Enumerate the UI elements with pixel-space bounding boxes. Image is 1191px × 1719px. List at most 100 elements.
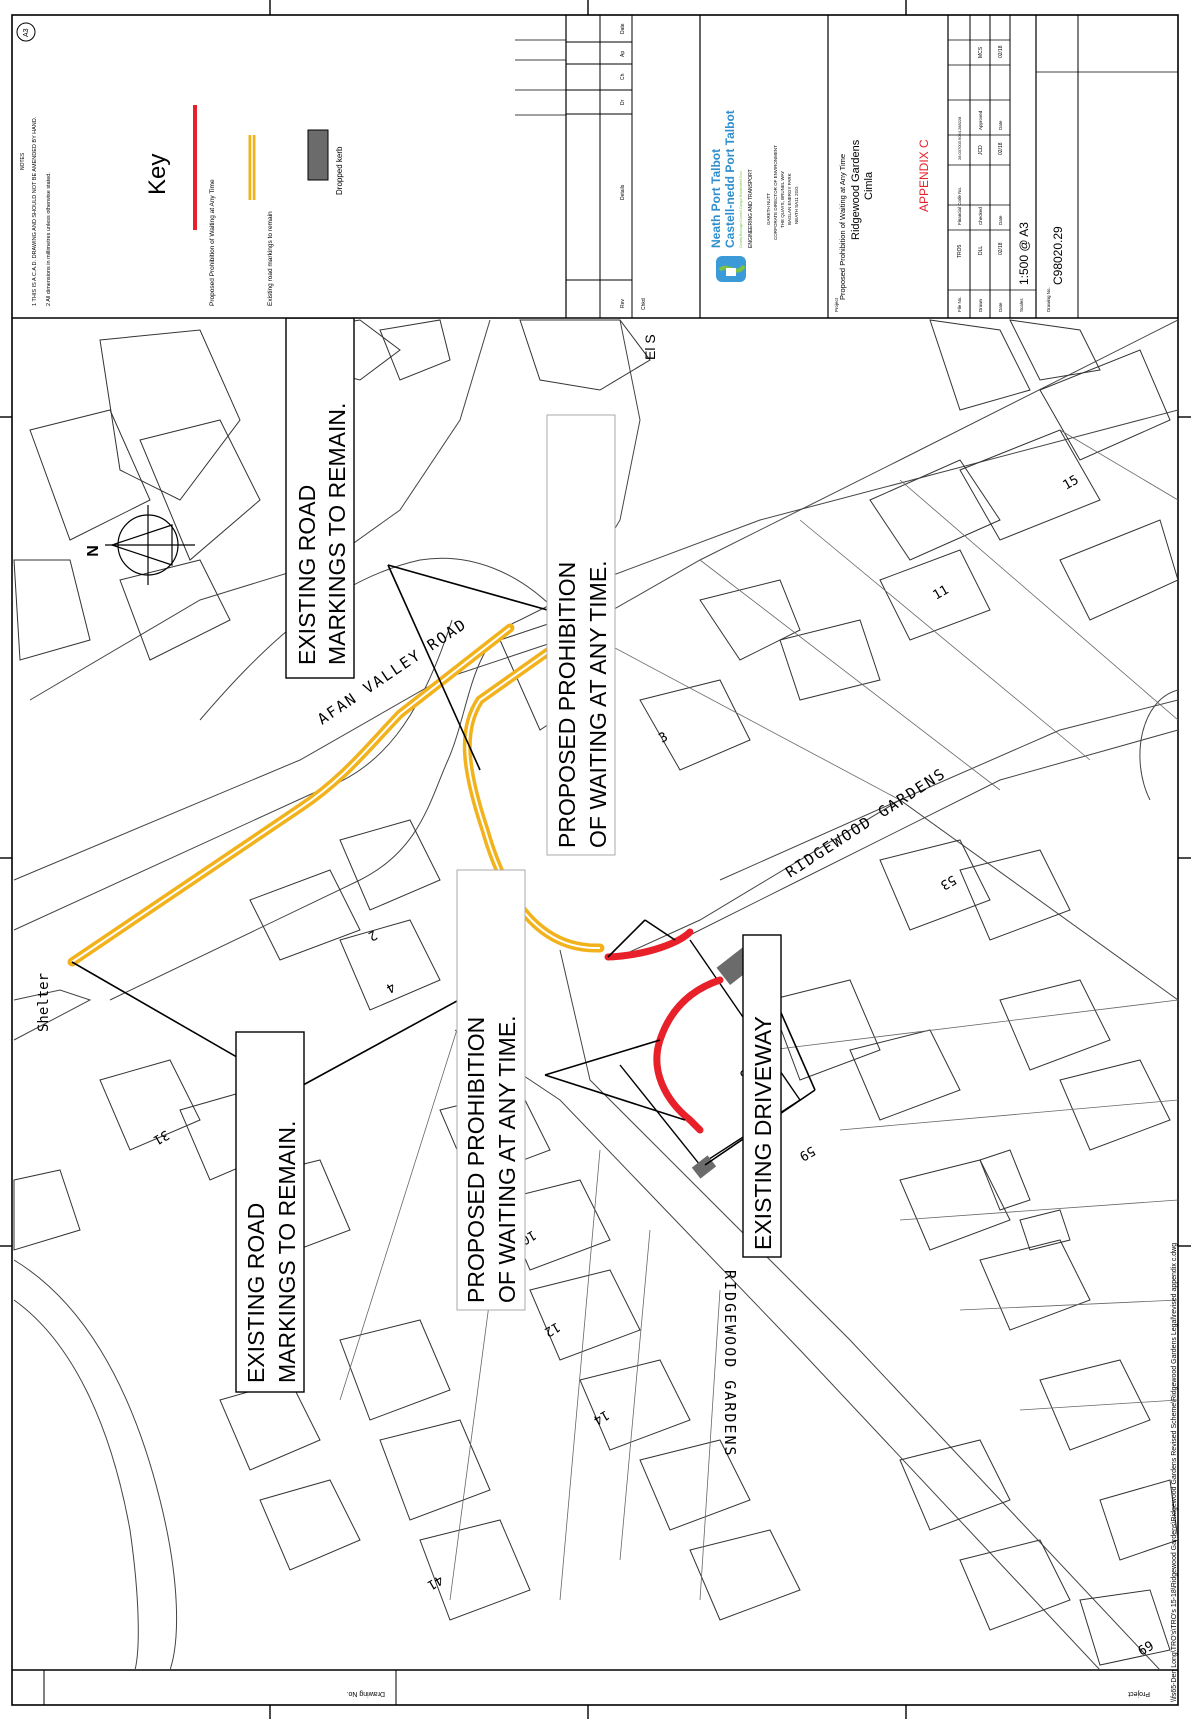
callout-existing-top-line-1: EXISTING ROAD	[294, 485, 320, 665]
project-name: Ridgewood Gardens	[850, 139, 862, 240]
key-item-existing: Existing road markings to remain	[248, 135, 274, 306]
file-path: \\fs65-Den Long\TRO's\TRO's 15-18\Ridgew…	[1171, 1243, 1178, 1702]
house-number: 59	[796, 1143, 817, 1164]
revision-header: Dr	[620, 99, 626, 105]
svg-text:A3: A3	[23, 28, 30, 37]
info-label-approved: Approved	[978, 110, 983, 130]
road-edge-left-curve-inner	[13, 1299, 139, 1670]
sheet-size-badge: A3	[16, 22, 36, 42]
department: ENGINEERING AND TRANSPORT	[748, 169, 754, 248]
key-item-dropped-kerb-label: Dropped kerb	[335, 146, 344, 195]
road-edge-ridgewood-sw-b	[559, 949, 1161, 1670]
info-label-date: Date	[998, 215, 1003, 225]
org-subline: County Borough Council Cyngor Bwrdeistre…	[739, 171, 743, 248]
revision-table: Rev Details Dr Ch Ap Date Chkd	[515, 15, 647, 318]
date-value: 02/18	[998, 242, 1004, 255]
info-label-date: Date	[998, 120, 1003, 130]
info-label-drawn: Drawn	[978, 298, 983, 312]
info-label-date: Date	[998, 302, 1003, 312]
note-1: 1 THIS IS A C.A.D. DRAWING AND SHOULD NO…	[32, 116, 38, 306]
council-logo	[716, 256, 746, 282]
key-item-proposed-label: Proposed Prohibition of Waiting at Any T…	[209, 179, 216, 306]
callout-existing-top-line-2: MARKINGS TO REMAIN.	[324, 403, 350, 665]
north-arrow-label: N	[85, 545, 102, 557]
shelter-label: Shelter	[36, 973, 52, 1032]
house-number: 41	[424, 1572, 445, 1593]
house-number: 15	[1061, 473, 1082, 494]
existing-marking-afan-curve-centre	[466, 621, 601, 950]
project-place: Cimla	[863, 171, 875, 200]
map-area: N AFAN VALLEY ROAD RIDGEWOOD GARDENS RID…	[13, 318, 1178, 1670]
org-name-en: Neath Port Talbot	[709, 149, 723, 248]
drawing-no: C98020.29	[1051, 226, 1065, 285]
info-label-financial: Financial Code No.	[957, 187, 962, 225]
address-line-3: NEATH SA11 2GG	[794, 186, 799, 224]
note-2: 2 All dimensions in millimetres unless o…	[46, 172, 52, 306]
info-label-file: File No.	[957, 296, 962, 312]
house-number: 11	[931, 583, 952, 604]
project-label: Project	[834, 297, 839, 312]
road-edge-ridgewood-north	[611, 699, 1178, 961]
date-value: 02/18	[998, 142, 1004, 155]
callout-proposed-right-line-1: PROPOSED PROHIBITION	[554, 562, 580, 848]
file-no: TRO5	[957, 244, 963, 258]
director-role: CORPORATE DIRECTOR OF ENVIRONMENT	[773, 145, 778, 240]
road-edge-shelter-lane	[13, 989, 92, 1041]
callout-proposed-left: PROPOSED PROHIBITION OF WAITING AT ANY T…	[456, 869, 526, 1311]
proposed-marking-north	[604, 928, 694, 961]
callout-driveway-text: EXISTING DRIVEWAY	[750, 1016, 776, 1250]
property-boundaries	[339, 429, 1178, 1601]
appendix-label: APPENDIX C	[917, 139, 931, 212]
outer-frame	[11, 14, 1179, 1706]
date-value: 02/18	[998, 45, 1004, 58]
project-line: Proposed Prohibition of Waiting at Any T…	[838, 154, 847, 300]
existing-marking-left-outer-centre	[71, 627, 511, 963]
notes-heading: NOTES	[20, 152, 26, 170]
key-item-existing-label: Existing road markings to remain	[267, 211, 274, 306]
key-item-dropped-kerb: Dropped kerb	[307, 129, 344, 195]
callout-proposed-right: PROPOSED PROHIBITION OF WAITING AT ANY T…	[546, 414, 616, 856]
callout-leaders	[71, 564, 816, 1166]
road-edge-afan-spur-a	[199, 557, 561, 721]
title-block: NOTES A3 1 THIS IS A C.A.D. DRAWING AND …	[12, 15, 1178, 319]
financial-code: 28.037003.9054.288228	[957, 116, 962, 160]
road-edge-top-b	[599, 409, 1178, 581]
address-line-1: THE QUAYS, BRUNEL WAY	[780, 171, 785, 228]
house-number: 69	[1134, 1637, 1155, 1658]
house-number: 4	[383, 979, 397, 996]
director-name: GARETH NUTT	[766, 193, 771, 225]
street-label-ridgewood-gardens-south: RIDGEWOOD GARDENS	[721, 1270, 739, 1458]
callout-proposed-right-line-2: OF WAITING AT ANY TIME.	[585, 560, 611, 848]
house-number: 14	[590, 1407, 611, 1428]
proposed-marking-south	[653, 976, 724, 1134]
revision-header: Date	[620, 23, 626, 34]
road-edge-left-curve	[13, 1259, 178, 1670]
scale-value: 1:500 @ A3	[1017, 222, 1031, 285]
key-item-proposed: Proposed Prohibition of Waiting at Any T…	[193, 105, 216, 306]
revision-header: Rev	[620, 299, 626, 308]
road-edge-right-curve	[1139, 689, 1178, 801]
road-edge-lower-right	[719, 799, 1178, 1001]
house-number: 53	[937, 872, 958, 893]
frame-label-top: Drawing No.	[346, 1690, 385, 1697]
callout-existing-bottom: EXISTING ROAD MARKINGS TO REMAIN.	[235, 1031, 305, 1393]
house-number: 12	[541, 1319, 562, 1340]
callout-existing-bottom-line-2: MARKINGS TO REMAIN.	[274, 1121, 300, 1383]
callout-proposed-left-line-2: OF WAITING AT ANY TIME.	[494, 1015, 520, 1303]
callout-driveway: EXISTING DRIVEWAY	[742, 934, 782, 1258]
info-label-scales: Scales	[1019, 298, 1024, 312]
road-edge-ridgewood-south	[689, 729, 1178, 936]
callout-proposed-left-line-1: PROPOSED PROHIBITION	[463, 1017, 489, 1303]
address-line-2: BAGLAN ENERGY PARK	[787, 173, 792, 225]
house-number: 31	[150, 1127, 171, 1148]
drawn-by: DLL	[978, 246, 984, 255]
info-label-checked: Checked	[978, 207, 983, 225]
revision-header: Ap	[620, 51, 626, 57]
street-fragment-label: El S	[642, 334, 658, 360]
road-edge-afan-spur-b	[29, 319, 491, 701]
info-grid: File No. TRO5 Financial Code No. 28.0370…	[948, 15, 1178, 318]
key-heading: Key	[144, 154, 171, 195]
callout-existing-bottom-line-1: EXISTING ROAD	[243, 1203, 269, 1383]
approved-by: MCS	[978, 46, 984, 58]
